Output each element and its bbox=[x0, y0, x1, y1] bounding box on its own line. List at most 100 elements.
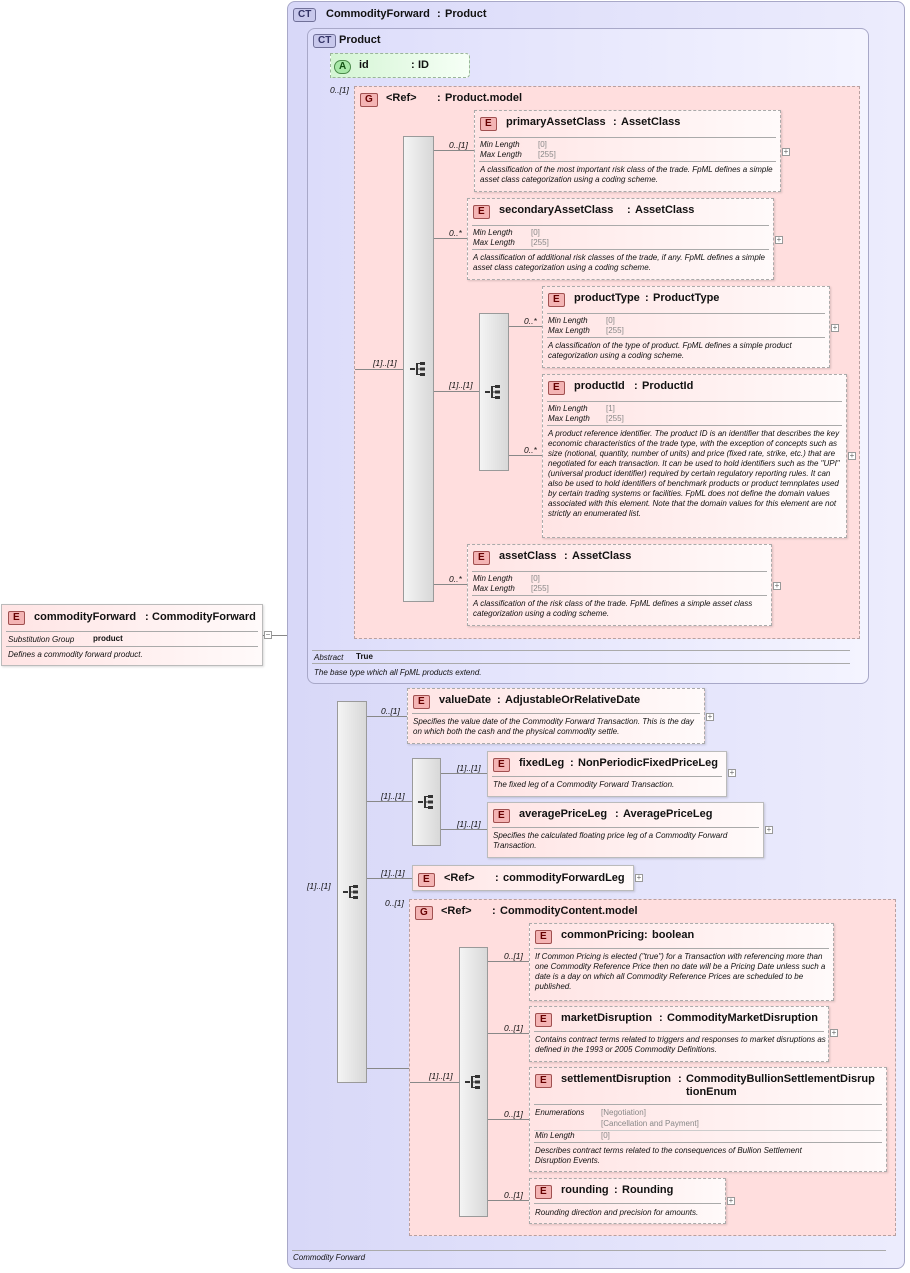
element-rounding[interactable]: E rounding : Rounding Rounding direction… bbox=[529, 1178, 726, 1224]
root-element-commodityForward[interactable]: E commodityForward : CommodityForward Su… bbox=[1, 604, 263, 666]
element-name: commodityForward bbox=[34, 611, 137, 623]
cardinality: 0..[1] bbox=[381, 706, 400, 716]
element-productType[interactable]: E productType : ProductType Min Length [… bbox=[542, 286, 830, 368]
minlength-label: Min Length bbox=[480, 140, 520, 149]
element-desc: Describes contract terms related to the … bbox=[535, 1146, 802, 1165]
element-secondaryAssetClass[interactable]: E secondaryAssetClass : AssetClass Min L… bbox=[467, 198, 774, 280]
maxlength-label: Max Length bbox=[473, 584, 515, 593]
element-badge: E bbox=[535, 930, 552, 944]
group-ref: <Ref> bbox=[441, 905, 472, 917]
expand-toggle[interactable]: + bbox=[727, 1196, 735, 1205]
expand-toggle[interactable]: + bbox=[635, 873, 643, 882]
minlength-label: Min Length bbox=[473, 228, 513, 237]
maxlength-label: Max Length bbox=[480, 150, 522, 159]
cardinality: 0..[1] bbox=[449, 140, 468, 150]
sequence-icon bbox=[410, 362, 425, 376]
element-name: marketDisruption bbox=[561, 1012, 653, 1024]
cardinality: [1]..[1] bbox=[373, 358, 397, 368]
element-name: commonPricing bbox=[561, 929, 645, 941]
element-badge: E bbox=[493, 758, 510, 772]
cardinality: [1]..[1] bbox=[381, 791, 405, 801]
element-badge: E bbox=[548, 381, 565, 395]
element-desc: Specifies the calculated floating price … bbox=[493, 831, 728, 850]
element-desc: Rounding direction and precision for amo… bbox=[535, 1208, 699, 1217]
enumerations-label: Enumerations bbox=[535, 1108, 585, 1117]
element-desc: The fixed leg of a Commodity Forward Tra… bbox=[493, 780, 675, 789]
minlength-value: [1] bbox=[606, 404, 615, 413]
expand-toggle[interactable]: + bbox=[831, 323, 839, 332]
maxlength-value: [255] bbox=[531, 584, 549, 593]
element-badge: E bbox=[418, 873, 435, 887]
attribute-id[interactable]: A id : ID bbox=[330, 53, 470, 78]
element-sep: : bbox=[613, 116, 617, 128]
element-badge: E bbox=[535, 1074, 552, 1088]
expand-toggle[interactable]: + bbox=[830, 1028, 838, 1037]
element-badge: E bbox=[8, 611, 25, 625]
maxlength-value: [255] bbox=[606, 326, 624, 335]
element-commodityForwardLeg[interactable]: E <Ref> : commodityForwardLeg bbox=[412, 865, 634, 891]
sequence-icon bbox=[418, 795, 433, 809]
element-sep: : bbox=[570, 757, 574, 769]
expand-toggle[interactable]: + bbox=[775, 235, 783, 244]
expand-toggle[interactable]: + bbox=[773, 581, 781, 590]
expand-toggle[interactable]: + bbox=[848, 451, 856, 460]
expand-toggle[interactable]: + bbox=[765, 825, 773, 834]
element-marketDisruption[interactable]: E marketDisruption : CommodityMarketDisr… bbox=[529, 1006, 829, 1062]
element-desc: Defines a commodity forward product. bbox=[8, 650, 143, 659]
cardinality: 0..[1] bbox=[504, 1023, 523, 1033]
minlength-value: [0] bbox=[601, 1131, 610, 1140]
element-fixedLeg[interactable]: E fixedLeg : NonPeriodicFixedPriceLeg Th… bbox=[487, 751, 727, 797]
subst-label: Substitution Group bbox=[8, 635, 75, 644]
expand-toggle[interactable]: + bbox=[706, 712, 714, 721]
attribute-type: ID bbox=[418, 59, 429, 71]
expand-toggle[interactable]: + bbox=[728, 768, 736, 777]
element-type: AssetClass bbox=[621, 116, 681, 128]
element-sep: : bbox=[645, 292, 649, 304]
collapse-toggle[interactable]: − bbox=[264, 630, 272, 639]
sequence-icon bbox=[343, 885, 358, 899]
element-desc: Specifies the value date of the Commodit… bbox=[413, 717, 694, 736]
element-type: ProductType bbox=[653, 292, 720, 304]
element-averagePriceLeg[interactable]: E averagePriceLeg : AveragePriceLeg Spec… bbox=[487, 802, 764, 858]
minlength-label: Min Length bbox=[548, 404, 588, 413]
element-primaryAssetClass[interactable]: E primaryAssetClass : AssetClass Min Len… bbox=[474, 110, 781, 192]
element-valueDate[interactable]: E valueDate : AdjustableOrRelativeDate S… bbox=[407, 688, 705, 744]
ct-badge: CT bbox=[313, 34, 337, 48]
abstract-value: True bbox=[356, 652, 373, 661]
element-sep: : bbox=[495, 872, 499, 884]
element-name: settlementDisruption bbox=[561, 1073, 672, 1085]
element-type: NonPeriodicFixedPriceLeg bbox=[578, 757, 718, 769]
minlength-label: Min Length bbox=[548, 316, 588, 325]
element-name: secondaryAssetClass bbox=[499, 204, 614, 216]
maxlength-value: [255] bbox=[606, 414, 624, 423]
element-settlementDisruption[interactable]: E settlementDisruption : CommodityBullio… bbox=[529, 1067, 887, 1172]
element-productId[interactable]: E productId : ProductId Min Length [1] M… bbox=[542, 374, 847, 538]
cardinality: [1]..[1] bbox=[429, 1071, 453, 1081]
maxlength-value: [255] bbox=[531, 238, 549, 247]
attribute-name: id bbox=[359, 59, 369, 71]
cardinality: 0..* bbox=[449, 574, 462, 584]
element-badge: E bbox=[473, 551, 490, 565]
element-type: AssetClass bbox=[572, 550, 632, 562]
ct-badge: CT bbox=[293, 8, 317, 22]
minlength-value: [0] bbox=[531, 228, 540, 237]
element-commonPricing[interactable]: E commonPricing : boolean If Common Pric… bbox=[529, 923, 834, 1001]
group-badge: G bbox=[415, 906, 433, 920]
element-ref: <Ref> bbox=[444, 872, 475, 884]
cardinality: 0..[1] bbox=[385, 898, 404, 908]
element-type: AssetClass bbox=[635, 204, 695, 216]
element-name: valueDate bbox=[439, 694, 491, 706]
ct-footer: Commodity Forward bbox=[293, 1253, 366, 1262]
cardinality: [1]..[1] bbox=[457, 763, 481, 773]
element-sep: : bbox=[634, 380, 638, 392]
element-sep: : bbox=[564, 550, 568, 562]
element-badge: E bbox=[535, 1185, 552, 1199]
sequence-icon bbox=[465, 1075, 480, 1089]
minlength-value: [0] bbox=[531, 574, 540, 583]
cardinality: 0..* bbox=[524, 445, 537, 455]
expand-toggle[interactable]: + bbox=[782, 147, 790, 156]
element-badge: E bbox=[493, 809, 510, 823]
connector bbox=[263, 635, 297, 636]
element-sep: : bbox=[497, 694, 501, 706]
element-assetClass[interactable]: E assetClass : AssetClass Min Length [0]… bbox=[467, 544, 772, 626]
